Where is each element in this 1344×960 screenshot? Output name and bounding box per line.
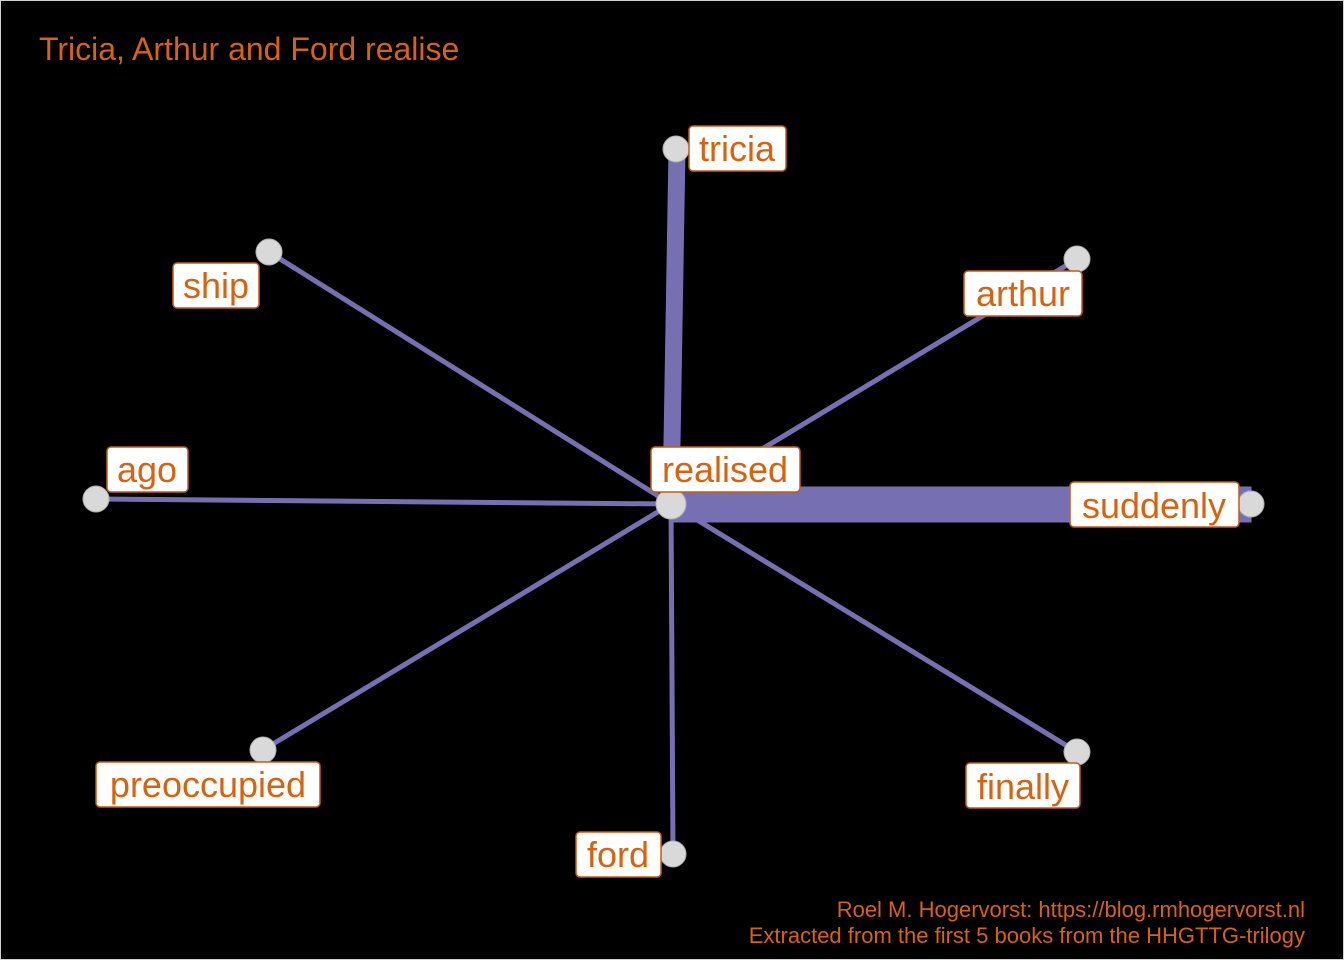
label-ship-text: ship xyxy=(183,265,249,306)
node-suddenly xyxy=(1237,490,1265,518)
label-suddenly: suddenly xyxy=(1069,481,1240,528)
node-preoccupied xyxy=(249,736,277,764)
nodes-layer xyxy=(82,135,1265,868)
caption-source: Extracted from the first 5 books from th… xyxy=(748,923,1305,948)
label-finally: finally xyxy=(965,762,1081,809)
node-realised xyxy=(655,488,687,520)
edge-realised-ago xyxy=(95,496,672,507)
diagram-title: Tricia, Arthur and Ford realise xyxy=(39,31,460,67)
edge-realised-finally xyxy=(669,501,1079,755)
label-ship: ship xyxy=(172,262,260,309)
node-finally xyxy=(1063,738,1091,766)
label-realised: realised xyxy=(650,446,801,493)
node-ago xyxy=(82,485,110,513)
node-arthur xyxy=(1063,245,1091,273)
caption-author: Roel M. Hogervorst: https://blog.rmhoger… xyxy=(836,897,1305,922)
label-ago-text: ago xyxy=(117,449,177,490)
label-preoccupied-text: preoccupied xyxy=(110,764,306,805)
edge-realised-ford xyxy=(668,503,676,855)
edge-realised-ship xyxy=(267,249,673,507)
label-tricia: tricia xyxy=(688,125,787,172)
label-suddenly-text: suddenly xyxy=(1082,485,1226,526)
label-arthur: arthur xyxy=(963,270,1083,317)
label-finally-text: finally xyxy=(977,766,1069,807)
label-ago: ago xyxy=(106,446,189,493)
label-tricia-text: tricia xyxy=(699,128,776,169)
caption: Roel M. Hogervorst: https://blog.rmhoger… xyxy=(749,897,1305,949)
label-arthur-text: arthur xyxy=(976,273,1070,314)
node-ship xyxy=(255,238,283,266)
label-ford-text: ford xyxy=(587,834,649,875)
node-tricia xyxy=(662,135,690,163)
edge-realised-preoccupied xyxy=(261,501,673,753)
node-ford xyxy=(659,840,687,868)
label-realised-text: realised xyxy=(662,449,788,490)
label-preoccupied: preoccupied xyxy=(95,761,321,808)
label-ford: ford xyxy=(575,831,662,878)
